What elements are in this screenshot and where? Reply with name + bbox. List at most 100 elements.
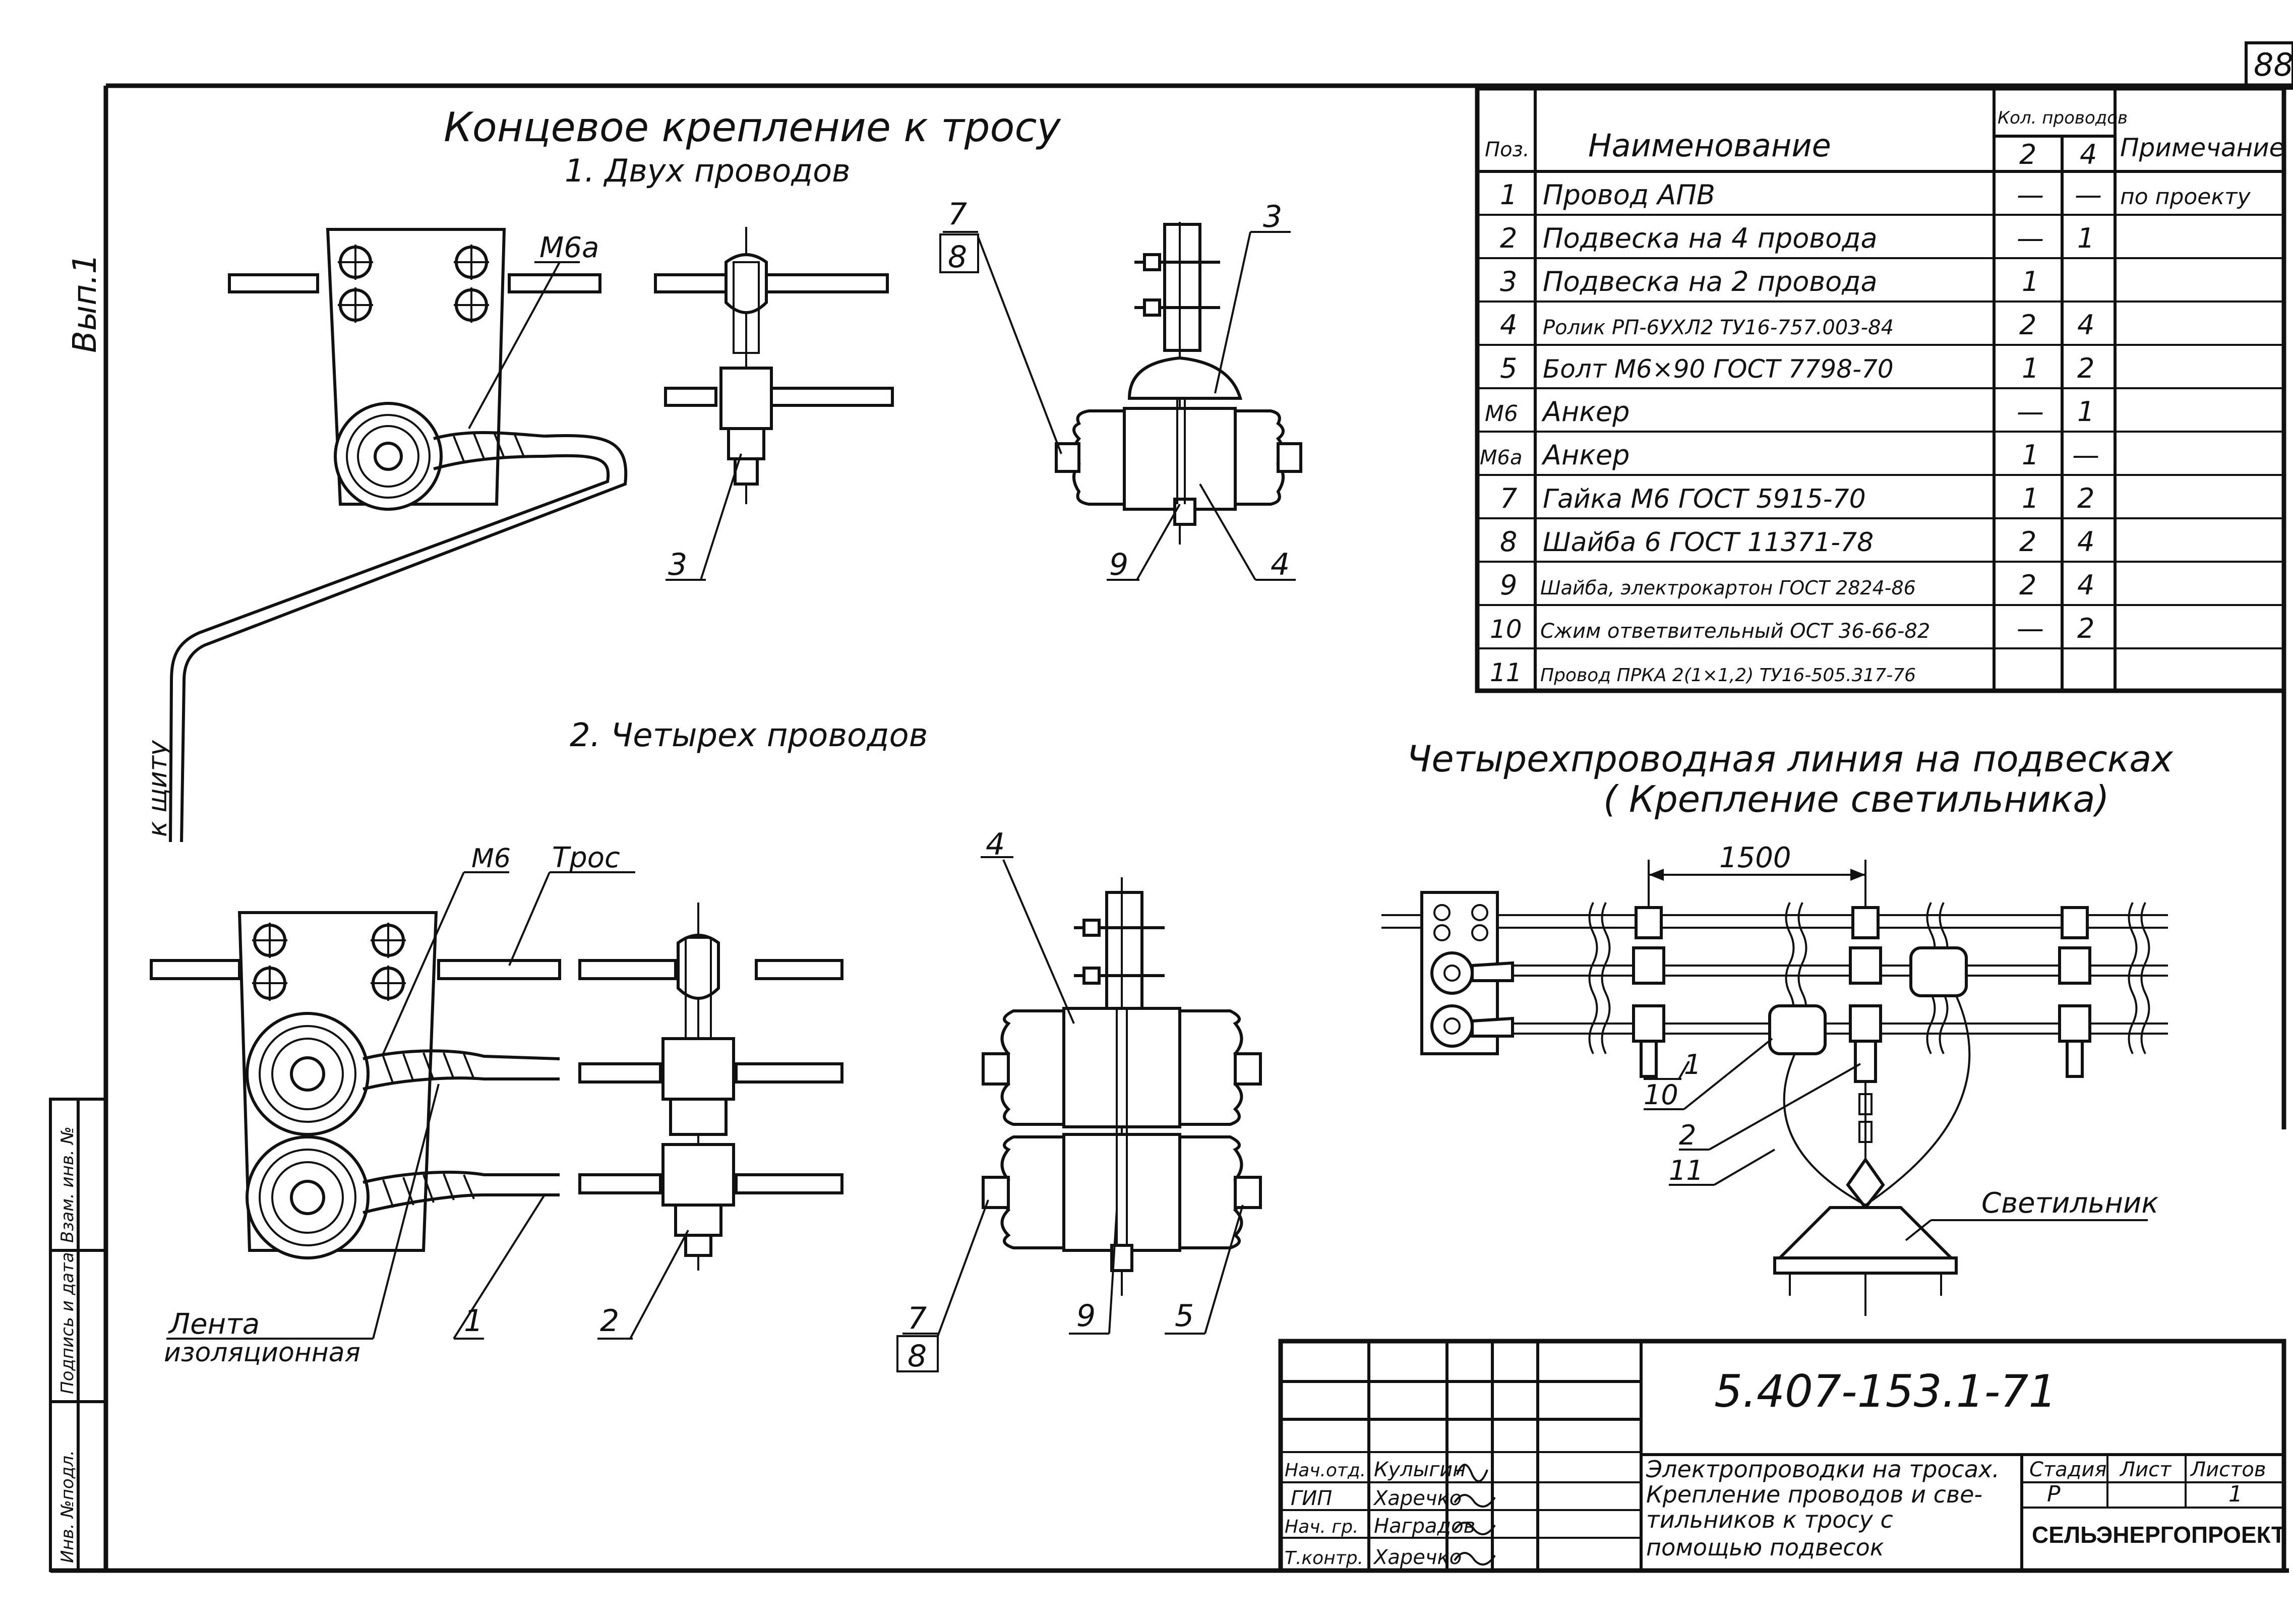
row-name: Подвеска на 2 провода <box>1543 266 1878 297</box>
label-tape-2: изоляционная <box>164 1338 360 1368</box>
row-pos: 9 <box>1500 569 1517 601</box>
signature-name: Харечко <box>1373 1487 1462 1510</box>
row-qty2: — <box>2017 179 2044 211</box>
signature-name: Кулыгин <box>1374 1458 1466 1481</box>
row-qty4: 2 <box>2077 613 2094 644</box>
table-header-qty-4: 4 <box>2080 139 2097 170</box>
stage-label: Стадия <box>2029 1458 2106 1481</box>
callout-10-sec3: 10 <box>1644 1079 1678 1111</box>
table-header-pos: Поз. <box>1485 138 1530 161</box>
callout-9-sec1: 9 <box>1109 547 1128 582</box>
row-qty4: — <box>2075 179 2102 211</box>
row-name: Ролик РП-6УХЛ2 ТУ16-757.003-84 <box>1543 316 1894 339</box>
row-pos: М6 <box>1485 401 1518 427</box>
label-to-panel: к щиту <box>143 740 173 837</box>
row-qty4: 4 <box>2077 309 2094 341</box>
signature-scribble <box>1454 1552 1496 1566</box>
row-qty2: — <box>2017 396 2044 428</box>
four-wire-anchor-view: М6 Трос Лента изоляционная 1 <box>150 841 677 1368</box>
stamp-sign-date: Подпись и дата <box>57 1252 78 1394</box>
section1-subtitle: 1. Двух проводов <box>565 152 851 189</box>
row-name: Провод АПВ <box>1543 179 1715 211</box>
signature-role: Т.контр. <box>1285 1548 1363 1569</box>
sheets-value: 1 <box>2228 1481 2243 1507</box>
four-wire-line-view: 1500 <box>1381 841 2168 1316</box>
two-wire-suspension-side-view: 3 <box>654 227 894 582</box>
row-qty4: 1 <box>2077 222 2094 254</box>
row-pos: 1 <box>1500 179 1517 211</box>
row-qty2: — <box>2017 613 2044 644</box>
callout-5-sec2: 5 <box>1175 1298 1194 1334</box>
label-tape-1: Лента <box>168 1308 260 1341</box>
two-wire-roller-view: 7 8 3 9 4 <box>939 197 1302 582</box>
table-header-qty-2: 2 <box>2019 139 2036 170</box>
sheets-label: Листов <box>2190 1458 2266 1481</box>
signature-role: Нач.отд. <box>1285 1460 1366 1481</box>
specification-table: Поз. Наименование Кол. проводов 2 4 Прим… <box>1475 86 2286 693</box>
row-qty4: 4 <box>2077 569 2094 601</box>
label-m6: М6 <box>471 844 511 874</box>
signature-name: Харечко <box>1373 1546 1462 1569</box>
row-pos: 10 <box>1490 615 1522 644</box>
row-name: Подвеска на 4 провода <box>1543 222 1878 254</box>
row-pos: 11 <box>1490 658 1522 687</box>
signature-scribble <box>1456 1464 1488 1482</box>
signature-scribble <box>1454 1494 1496 1508</box>
callout-8-sec2: 8 <box>908 1339 927 1374</box>
row-qty2: 1 <box>2022 483 2039 514</box>
label-tros: Трос <box>552 841 620 874</box>
organization-name: СЕЛЬЭНЕРГОПРОЕКТ <box>2032 1522 2285 1548</box>
row-pos: М6а <box>1480 446 1522 469</box>
row-qty2: — <box>2017 222 2044 254</box>
row-pos: 8 <box>1500 526 1517 558</box>
title-description-2: Крепление проводов и све- <box>1646 1481 1982 1508</box>
callout-7-sec2: 7 <box>908 1301 927 1336</box>
row-qty4: 1 <box>2077 396 2094 428</box>
signature-scribble <box>1454 1522 1496 1535</box>
label-m6a: М6а <box>539 231 599 264</box>
callout-4-sec1: 4 <box>1271 547 1290 582</box>
four-wire-roller-view: 4 7 8 9 5 <box>896 827 1262 1374</box>
row-name: Провод ПРКА 2(1×1,2) ТУ16-505.317-76 <box>1540 665 1916 686</box>
two-wire-anchor-view: М6а к щиту <box>143 228 628 843</box>
row-qty2: 1 <box>2022 266 2039 297</box>
sheet-label: Лист <box>2119 1458 2172 1481</box>
row-pos: 3 <box>1500 266 1517 297</box>
row-note: по проекту <box>2120 184 2251 210</box>
side-label: Вып.1 <box>67 254 104 353</box>
title-description-4: помощью подвесок <box>1646 1534 1884 1561</box>
row-pos: 2 <box>1500 222 1517 254</box>
section3-title-2: ( Крепление светильника) <box>1603 778 2109 820</box>
row-qty2: 2 <box>2019 309 2036 341</box>
signature-role: ГИП <box>1291 1487 1332 1510</box>
row-qty2: 1 <box>2022 352 2039 384</box>
callout-7-sec1: 7 <box>948 197 967 232</box>
signature-name: Наградов <box>1374 1515 1475 1538</box>
section1-title: Концевое крепление к тросу <box>444 104 1061 151</box>
title-block: 5.407-153.1-71 Электропроводки на тросах… <box>1278 1339 2286 1573</box>
row-pos: 7 <box>1500 483 1517 514</box>
row-name: Анкер <box>1541 439 1630 471</box>
row-qty4: 2 <box>2077 352 2094 384</box>
title-description-1: Электропроводки на тросах. <box>1646 1456 2000 1483</box>
callout-2-sec2: 2 <box>600 1303 619 1339</box>
callout-1-sec2: 1 <box>464 1303 483 1339</box>
row-name: Гайка М6 ГОСТ 5915-70 <box>1543 484 1866 514</box>
title-description-3: тильников к тросу с <box>1646 1506 1893 1533</box>
row-pos: 5 <box>1500 352 1517 384</box>
row-name: Шайба 6 ГОСТ 11371-78 <box>1543 527 1874 558</box>
stage-value: Р <box>2047 1481 2061 1507</box>
row-qty4: — <box>2072 439 2099 471</box>
sheet-number: 88 <box>2254 46 2293 83</box>
stamp-replaced: Взам. инв. № <box>57 1126 78 1243</box>
row-name: Болт М6×90 ГОСТ 7798-70 <box>1543 354 1894 384</box>
dimension-1500: 1500 <box>1719 841 1791 874</box>
row-name: Сжим ответвительный ОСТ 36-66-82 <box>1540 620 1930 643</box>
table-header-name: Наименование <box>1588 127 1831 164</box>
callout-3-sec1: 3 <box>668 547 687 582</box>
label-lamp: Светильник <box>1981 1187 2158 1220</box>
row-qty4: 4 <box>2077 526 2094 558</box>
document-code: 5.407-153.1-71 <box>1714 1365 2057 1417</box>
section3-title-1: Четырехпроводная линия на подвесках <box>1407 738 2174 780</box>
